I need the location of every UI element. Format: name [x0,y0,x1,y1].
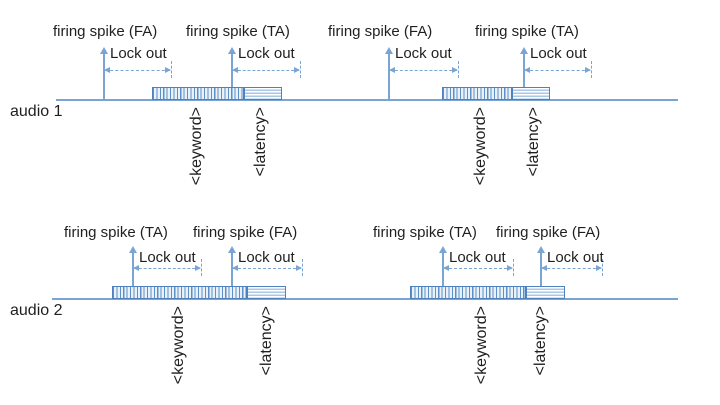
firing-spike-arrow [442,251,444,298]
lockout-label: Lock out [395,45,452,62]
lockout-range-arrow [443,265,513,271]
firing-spike-label: firing spike (FA) [53,23,158,40]
lockout-end-tick [300,61,301,78]
firing-spike-arrowhead-icon [100,47,108,54]
keyword-bar [152,87,244,100]
audio-timeline [52,298,678,300]
keyword-label: <keyword> [472,107,489,186]
lockout-range-arrow [104,67,171,73]
lockout-range-arrow [133,265,201,271]
lockout-label: Lock out [238,249,295,266]
firing-spike-arrow [132,251,134,298]
lockout-end-tick [591,61,592,78]
lockout-arrowhead-right-icon [294,67,300,73]
keyword-label: <keyword> [473,306,490,385]
lockout-arrowhead-left-icon [133,265,139,271]
lockout-range-arrow [232,67,300,73]
firing-spike-arrowhead-icon [520,47,528,54]
lockout-end-tick [302,259,303,276]
lockout-arrowhead-right-icon [165,67,171,73]
firing-spike-label: firing spike (TA) [64,224,168,241]
firing-spike-arrowhead-icon [439,246,447,253]
lockout-end-tick [602,259,603,276]
firing-spike-label: firing spike (TA) [373,224,477,241]
latency-bar [247,286,286,299]
audio-track-label: audio 2 [10,302,63,319]
lockout-arrowhead-right-icon [507,265,513,271]
lockout-arrowhead-left-icon [389,67,395,73]
lockout-arrowhead-left-icon [443,265,449,271]
lockout-label: Lock out [547,249,604,266]
lockout-label: Lock out [139,249,196,266]
lockout-arrowhead-right-icon [296,265,302,271]
audio-timeline [56,99,678,101]
firing-spike-arrowhead-icon [129,246,137,253]
firing-spike-label: firing spike (TA) [475,23,579,40]
lockout-arrowhead-right-icon [195,265,201,271]
lockout-range-arrow [389,67,458,73]
firing-spike-arrowhead-icon [228,47,236,54]
latency-label: <latency> [252,107,269,177]
firing-spike-label: firing spike (FA) [496,224,601,241]
lockout-label: Lock out [530,45,587,62]
lockout-end-tick [171,61,172,78]
firing-spike-label: firing spike (FA) [193,224,298,241]
lockout-label: Lock out [449,249,506,266]
latency-bar [526,286,565,299]
firing-spike-arrow [540,251,542,298]
lockout-arrowhead-left-icon [232,265,238,271]
firing-spike-arrowhead-icon [385,47,393,54]
lockout-arrowhead-left-icon [232,67,238,73]
keyword-bar [410,286,526,299]
lockout-arrowhead-right-icon [452,67,458,73]
keyword-bar [442,87,512,100]
latency-label: <latency> [258,306,275,376]
firing-spike-arrow [231,251,233,298]
keyword-bar [112,286,247,299]
firing-spike-arrowhead-icon [228,246,236,253]
lockout-arrowhead-right-icon [585,67,591,73]
firing-spike-arrow [231,52,233,99]
latency-label: <latency> [532,306,549,376]
latency-bar [244,87,282,100]
latency-bar [512,87,550,100]
keyword-label: <keyword> [170,306,187,385]
lockout-end-tick [513,259,514,276]
lockout-arrowhead-right-icon [596,265,602,271]
lockout-label: Lock out [110,45,167,62]
lockout-arrowhead-left-icon [541,265,547,271]
keyword-label: <keyword> [188,107,205,186]
lockout-arrowhead-left-icon [524,67,530,73]
lockout-range-arrow [232,265,302,271]
firing-spike-arrow [103,52,105,99]
lockout-end-tick [458,61,459,78]
firing-spike-arrowhead-icon [537,246,545,253]
lockout-arrowhead-left-icon [104,67,110,73]
latency-label: <latency> [525,107,542,177]
firing-spike-label: firing spike (TA) [186,23,290,40]
lockout-range-arrow [524,67,591,73]
firing-spike-arrow [523,52,525,99]
lockout-range-arrow [541,265,602,271]
firing-spike-label: firing spike (FA) [328,23,433,40]
lockout-label: Lock out [238,45,295,62]
lockout-end-tick [201,259,202,276]
firing-spike-arrow [388,52,390,99]
audio-track-label: audio 1 [10,103,63,120]
